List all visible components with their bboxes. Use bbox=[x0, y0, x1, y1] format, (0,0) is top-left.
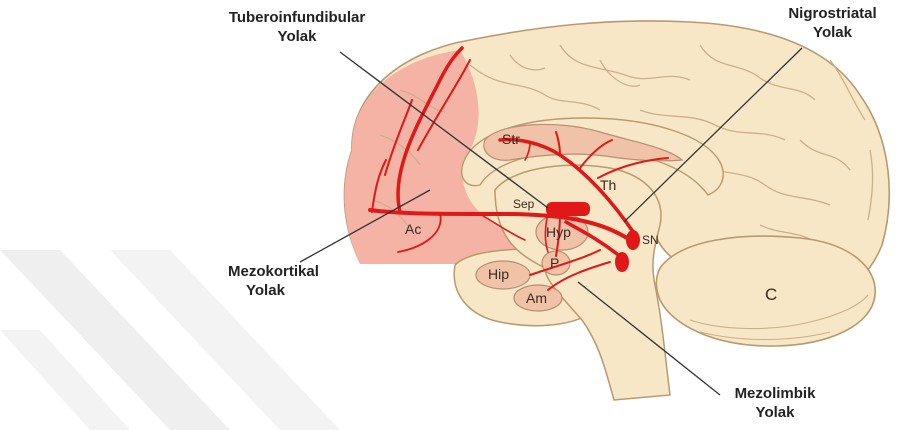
label-ac: Ac bbox=[405, 221, 421, 237]
label-am: Am bbox=[526, 290, 547, 306]
label-c: C bbox=[765, 285, 777, 304]
label-str: Str bbox=[502, 131, 520, 147]
tuberoinfundibular-title: Tuberoinfundibular bbox=[222, 8, 372, 27]
label-hyp: Hyp bbox=[546, 224, 571, 240]
tuberoinfundibular-subtitle: Yolak bbox=[222, 27, 372, 46]
mezokortikal-subtitle: Yolak bbox=[228, 281, 348, 300]
tuberoinfundibular-callout: Tuberoinfundibular Yolak bbox=[222, 8, 372, 46]
label-sn: SN bbox=[642, 233, 659, 247]
mezolimbik-title: Mezolimbik bbox=[720, 384, 830, 403]
nigrostriatal-title: Nigrostriatal bbox=[775, 4, 890, 23]
label-sep: Sep bbox=[513, 197, 535, 211]
nigrostriatal-subtitle: Yolak bbox=[775, 23, 890, 42]
mezokortikal-callout: Mezokortikal Yolak bbox=[228, 262, 348, 300]
mezolimbik-subtitle: Yolak bbox=[720, 403, 830, 422]
mezolimbik-callout: Mezolimbik Yolak bbox=[720, 384, 830, 422]
label-th: Th bbox=[600, 177, 616, 193]
label-p: P bbox=[550, 255, 559, 271]
mezokortikal-title: Mezokortikal bbox=[228, 262, 348, 281]
label-hip: Hip bbox=[488, 266, 509, 282]
nigrostriatal-callout: Nigrostriatal Yolak bbox=[775, 4, 890, 42]
